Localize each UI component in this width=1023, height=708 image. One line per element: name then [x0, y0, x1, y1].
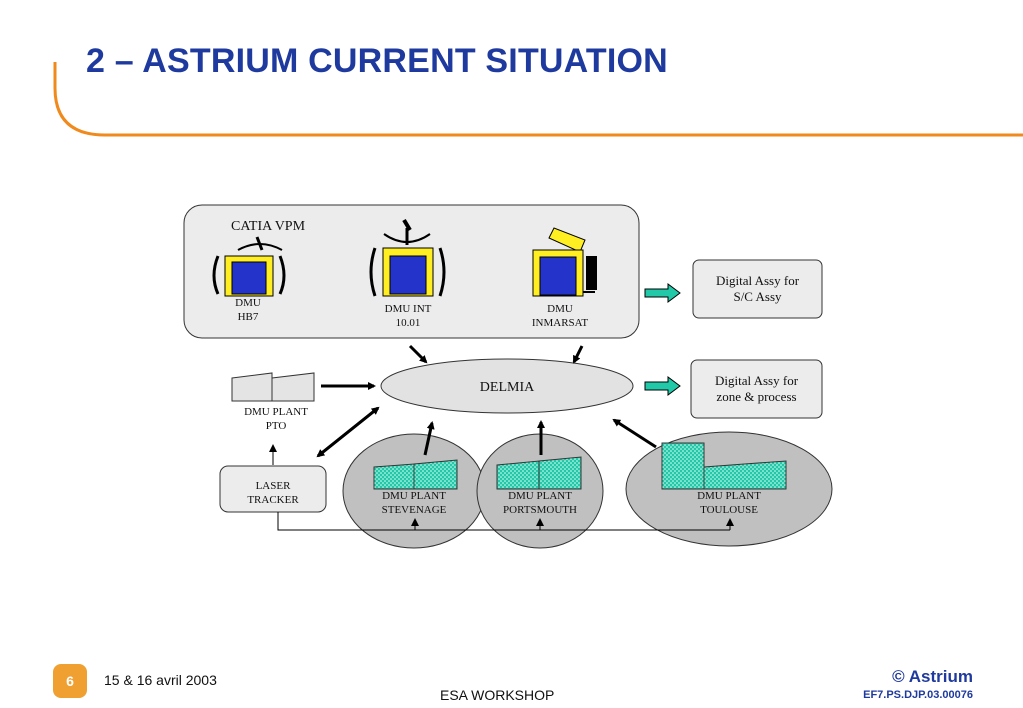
digital-assy-sc-box [692, 259, 823, 319]
footer-brand: © Astrium [892, 667, 973, 686]
dmu-int-label: DMU INT 10.01 [384, 303, 432, 329]
dmu-plant-stevenage-label: DMU PLANT STEVENAGE [381, 490, 447, 516]
delmia-label: DELMIA [479, 380, 535, 395]
laser-tracker-box [219, 465, 327, 513]
footer-date: 15 & 16 avril 2003 [104, 672, 217, 688]
catia-vpm-label: CATIA VPM [231, 219, 306, 234]
page-number-badge: 6 [53, 664, 87, 698]
digital-assy-zone-box [690, 359, 823, 419]
plant-portsmouth-icon [496, 456, 582, 490]
laser-tracker-label: LASER TRACKER [247, 480, 299, 506]
workstation-inmarsat-icon [532, 227, 597, 297]
plant-pto-icon [231, 372, 315, 402]
digital-assy-sc-label: Digital Assy for S/C Assy [715, 273, 800, 305]
accent-line [53, 62, 1023, 137]
green-arrow-sc [644, 283, 681, 303]
digital-assy-zone-label: Digital Assy for zone & process [714, 373, 799, 405]
footer-event: ESA WORKSHOP [440, 687, 555, 703]
workstation-hb7-icon [212, 236, 286, 297]
plant-stevenage-icon [373, 459, 458, 490]
workstation-int-icon [369, 218, 446, 297]
footer-reference: EF7.PS.DJP.03.00076 [863, 689, 973, 701]
slide-title: 2 – ASTRIUM CURRENT SITUATION [86, 42, 668, 80]
dmu-plant-pto-label: DMU PLANT PTO [244, 406, 308, 432]
dmu-plant-portsmouth-label: DMU PLANT PORTSMOUTH [503, 490, 577, 516]
dmu-plant-toulouse-label: DMU PLANT TOULOUSE [697, 490, 761, 516]
delmia-ellipse [380, 358, 634, 414]
dmu-hb7-label: DMU HB7 [235, 297, 261, 323]
green-arrow-zone [644, 376, 681, 396]
dmu-inmarsat-label: DMU INMARSAT [531, 303, 589, 329]
plant-toulouse-icon [661, 442, 787, 490]
